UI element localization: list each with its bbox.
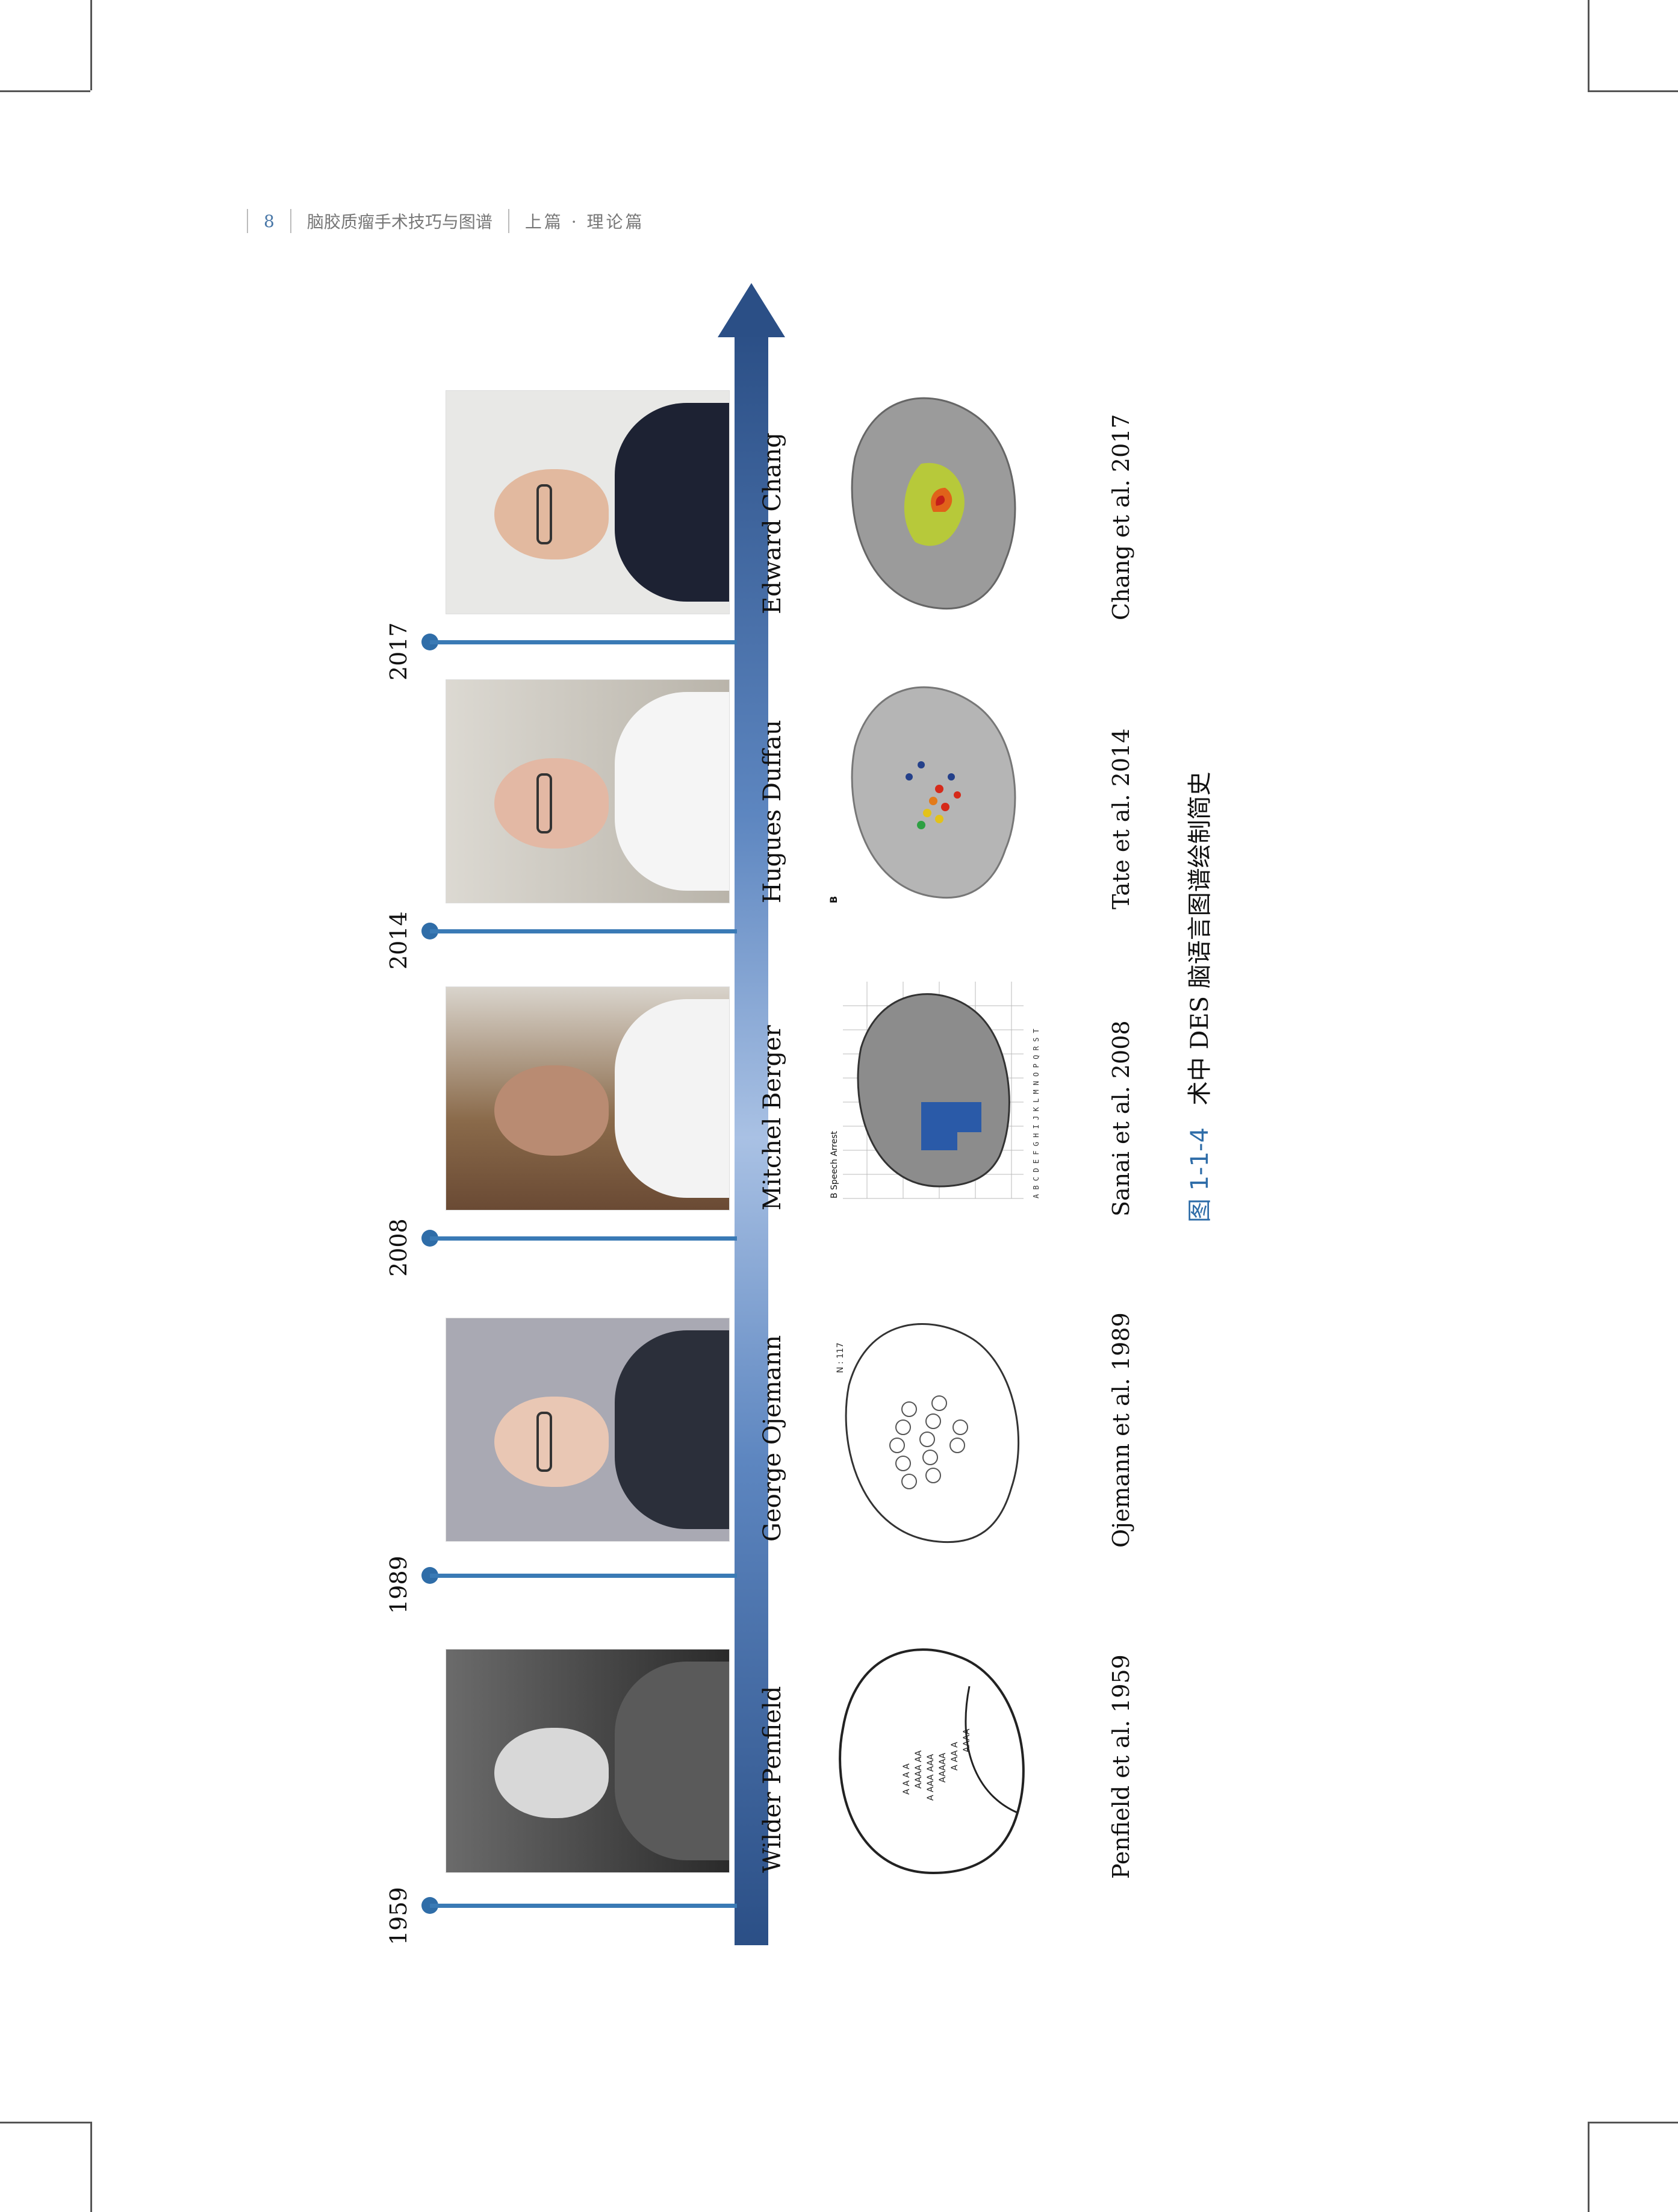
ojemann-map-figure: N : 117 [819,1301,1048,1554]
timeline-arrowhead [718,283,785,337]
crop-mark [1588,90,1678,92]
svg-text:AAAA AA: AAAA AA [914,1750,924,1789]
caption-text: 术中 DES 脑语言图谱绘制简史 [1186,771,1214,1105]
person-name: Mitchel Berger [759,982,786,1210]
timeline-spoke [430,1904,737,1908]
header-divider [247,209,248,233]
header-divider [508,209,509,233]
running-header: 8 脑胶质瘤手术技巧与图谱 上篇 · 理论篇 [247,206,645,236]
crop-mark [0,90,90,92]
person-name: Hugues Duffau [759,675,786,903]
portrait-photo [446,1318,730,1542]
crop-mark [1588,2122,1678,2123]
timeline-spoke [430,1236,737,1241]
citation: Sanai et al. 2008 [1108,964,1134,1217]
portrait-photo [446,1649,730,1873]
portrait-photo [446,390,730,614]
page-number: 8 [264,211,275,231]
crop-mark [0,2122,90,2123]
person-name: Edward Chang [759,385,786,614]
timeline-spoke [430,1574,737,1578]
portrait-photo [446,986,730,1210]
crop-mark [90,0,92,90]
crop-mark [90,2122,92,2212]
svg-text:A AA A: A AA A [950,1742,960,1771]
panel-label: B Speech Arrest [830,1130,839,1198]
portrait-photo [446,679,730,903]
citation: Tate et al. 2014 [1108,656,1134,909]
book-title: 脑胶质瘤手术技巧与图谱 [307,209,493,233]
year-label: 2014 [385,873,412,970]
person-name: George Ojemann [759,1313,786,1542]
year-label: 2008 [385,1180,412,1277]
citation: Penfield et al. 1959 [1108,1626,1134,1879]
svg-text:A A A A: A A A A [902,1763,912,1795]
section-title: 上篇 · 理论篇 [525,209,645,233]
svg-text:AAAAA: AAAAA [938,1752,948,1783]
crop-mark [1588,0,1589,90]
panel-label: B [828,896,839,903]
header-divider [290,209,291,233]
citation: Chang et al. 2017 [1108,367,1134,620]
tate-map-figure: B [819,662,1048,915]
year-label: 1989 [385,1518,412,1614]
panel-label: N : 117 [836,1342,845,1373]
grid-letters: A B C D E F G H I J K L M N O P Q R S T [1032,1029,1040,1198]
year-label: 2017 [385,584,412,681]
timeline-spoke [430,640,737,644]
svg-text:A AAA AAA: A AAA AAA [926,1754,936,1801]
year-label: 1959 [385,1849,412,1945]
svg-text:AAAA: AAAA [962,1728,972,1752]
citation: Ojemann et al. 1989 [1108,1295,1134,1548]
figure-caption: 图 1-1-4 术中 DES 脑语言图谱绘制简史 [1180,771,1215,1223]
figure-number: 图 1-1-4 [1186,1127,1214,1223]
chang-map-figure [819,373,1048,626]
timeline-spoke [430,929,737,933]
crop-mark [1588,2122,1589,2212]
sanai-map-figure: B Speech Arrest A B C D E F G H I J K L … [819,970,1048,1223]
person-name: Wilder Penfield [759,1644,786,1873]
